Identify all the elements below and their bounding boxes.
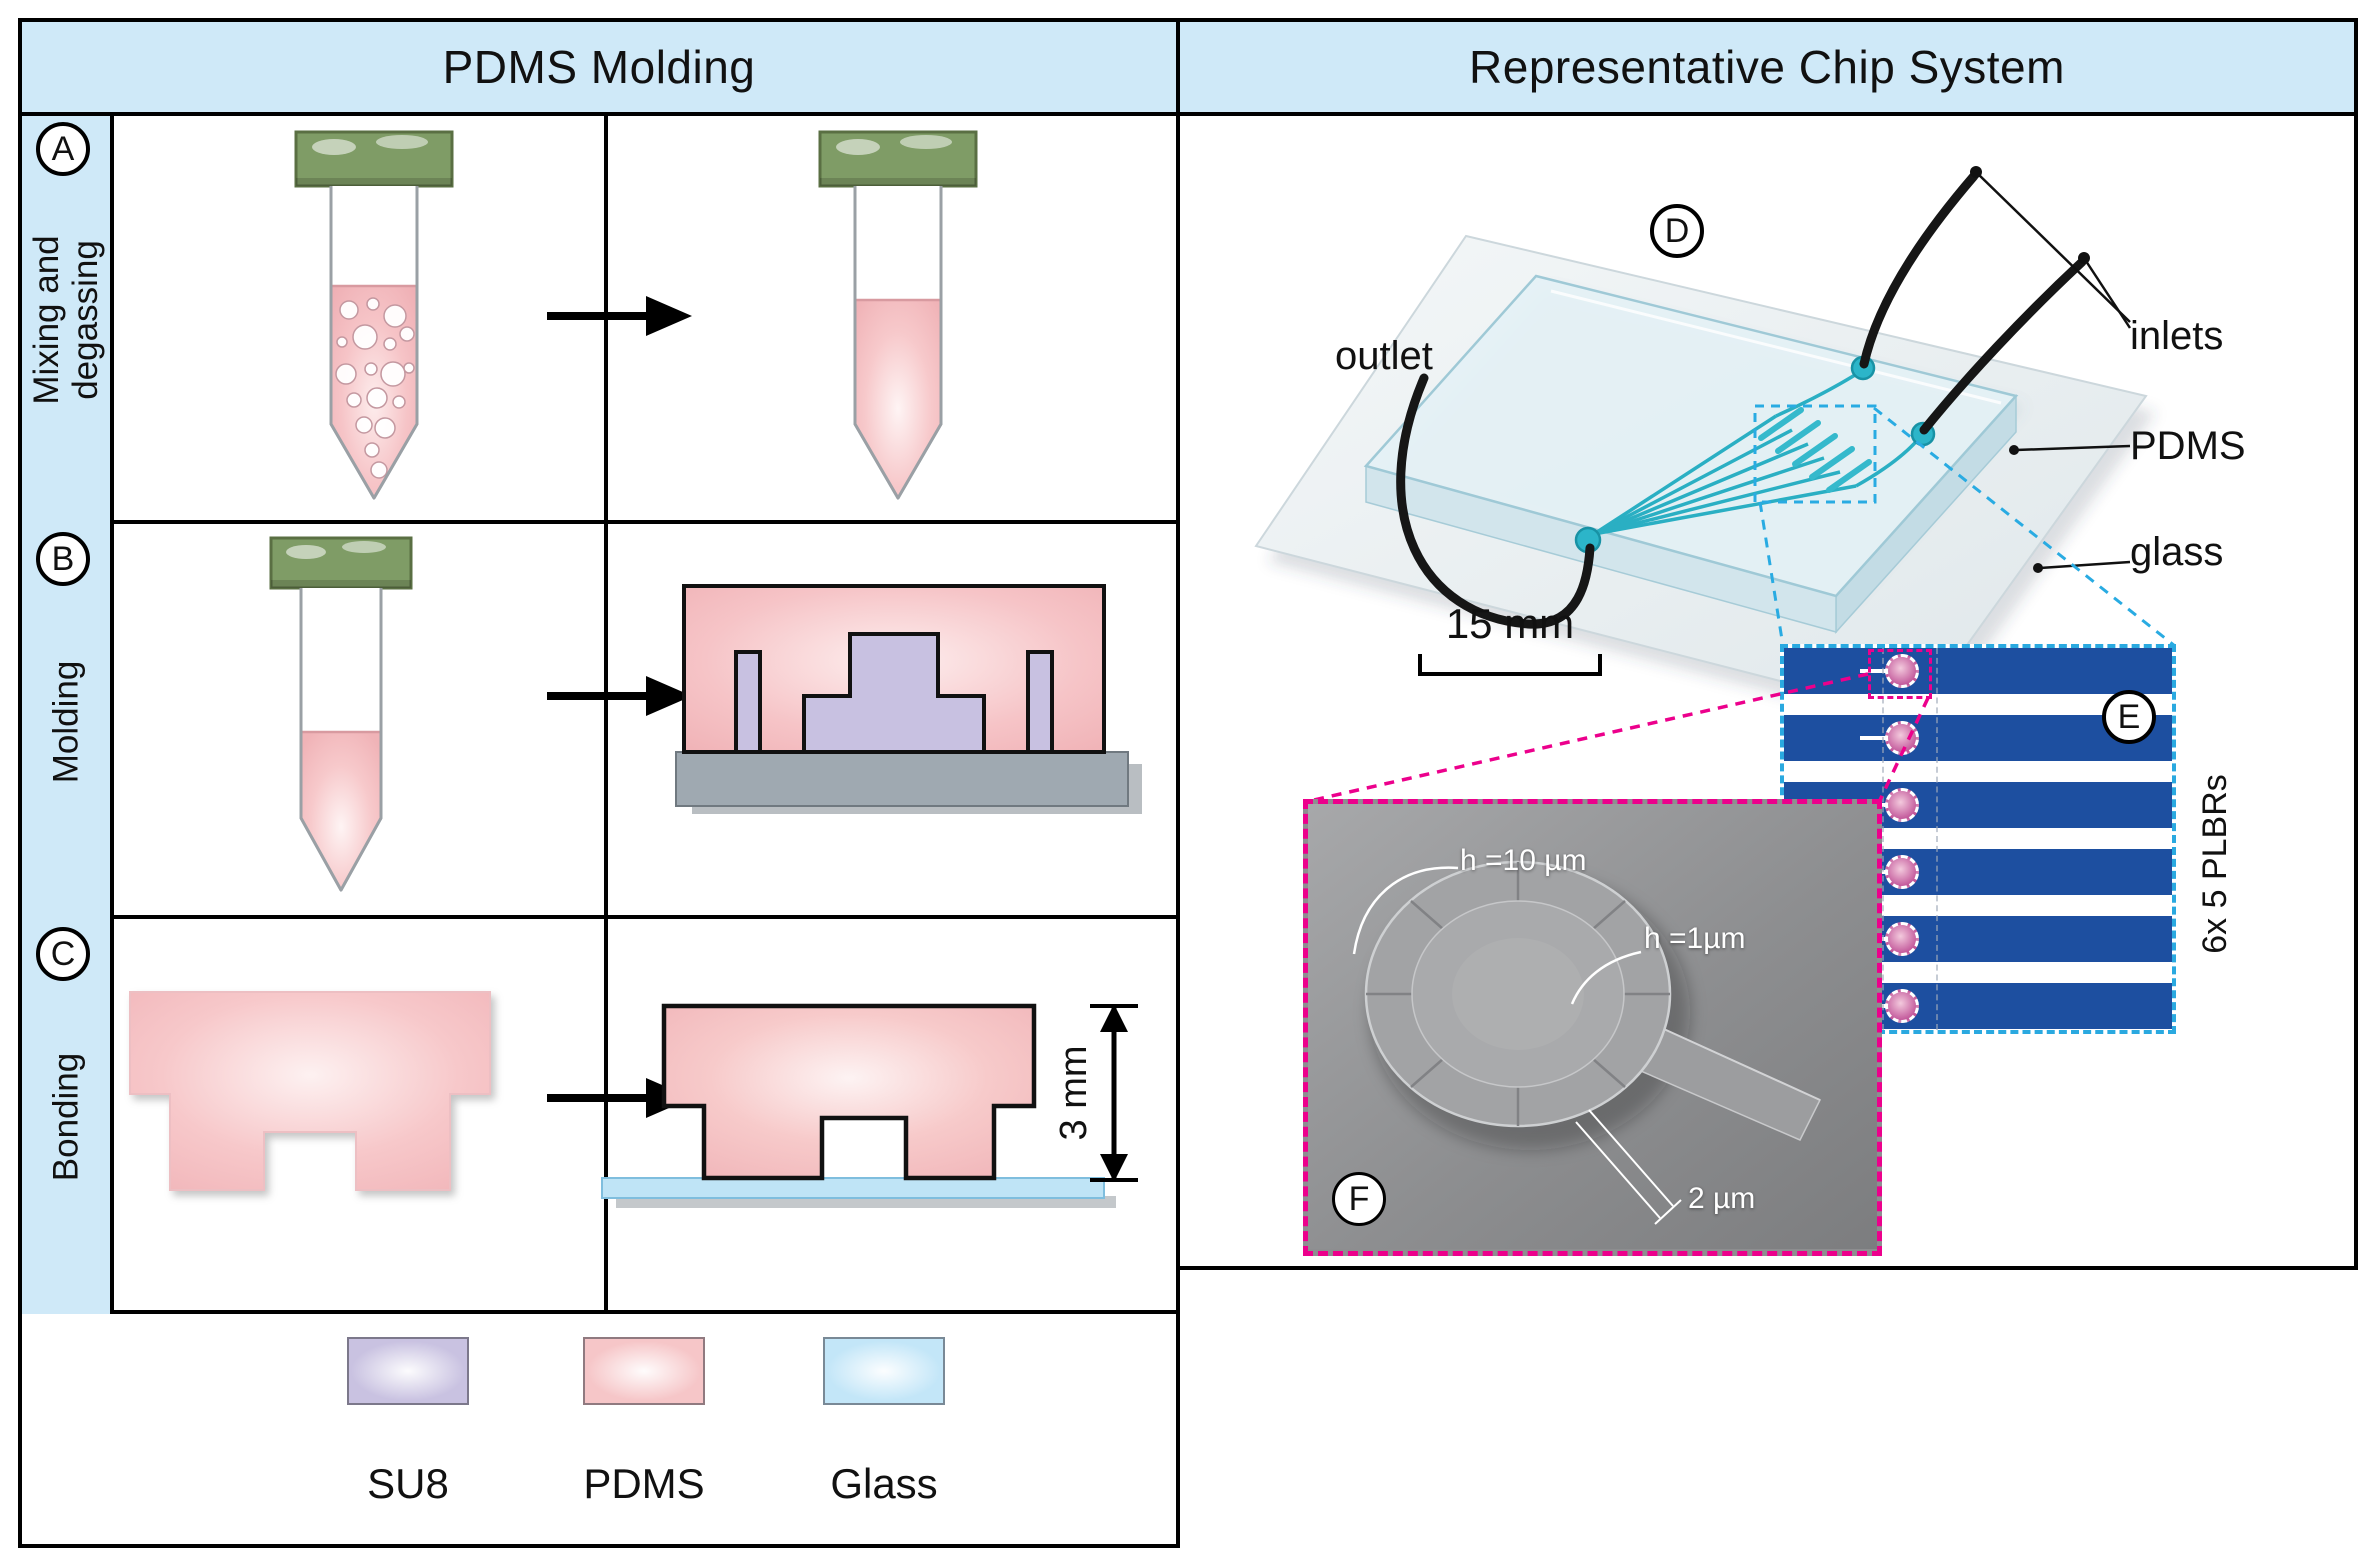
legend-swatch-su8: [347, 1337, 469, 1405]
chip-d-badge: D: [1650, 204, 1704, 258]
row-b-label-line1: Molding: [46, 660, 86, 783]
pdms-thickness-dimension: 3 mm: [1052, 1045, 1095, 1141]
tube-degassed-graphic: [818, 130, 978, 500]
process-arrow: [547, 676, 692, 716]
row-divider: [22, 1310, 1176, 1314]
sem-image-graphic: [1308, 804, 1877, 1249]
plbr-reactor: [1860, 788, 1919, 822]
plbr-reactor: [1860, 654, 1919, 688]
inlets-label: inlets: [2130, 314, 2224, 358]
row-divider: [22, 520, 1176, 524]
sidebar-molding: Molding: [22, 524, 114, 919]
sidebar-mixing-degassing: Mixing and degassing: [22, 116, 114, 524]
column-divider: [604, 116, 608, 1314]
glass-label: glass: [2130, 530, 2224, 574]
step-a-badge: A: [36, 122, 90, 176]
registration-line: [1936, 648, 1938, 1030]
width-2um-label: 2 µm: [1688, 1182, 1756, 1215]
row-b-label: Molding: [46, 660, 85, 783]
right-panel-title: Representative Chip System: [1180, 22, 2354, 116]
bonded-chip-graphic: [601, 1003, 1138, 1208]
registration-line: [1882, 648, 1884, 1030]
legend-label-glass: Glass: [830, 1460, 938, 1507]
row-a-label-line1: Mixing and: [26, 235, 66, 405]
pdms-slab-graphic: [129, 991, 491, 1191]
row-a-label-line2: degassing: [66, 240, 105, 400]
row-c-label: Bonding: [46, 1052, 85, 1180]
legend-swatch-glass: [823, 1337, 945, 1405]
sem-panel: h =10 µm h =1µm 2 µm F: [1303, 799, 1882, 1256]
scale-bar-label: 15 mm: [1445, 600, 1575, 647]
scale-bar: [1418, 654, 1602, 676]
process-arrow: [547, 296, 692, 336]
row-a-label: Mixing and degassing: [27, 235, 105, 404]
step-b-badge: B: [36, 532, 90, 586]
zoom-highlight-rect: [1868, 649, 1932, 699]
plbr-reactor: [1860, 989, 1919, 1023]
plbr-reactor: [1860, 922, 1919, 956]
plbr-count-label: 6x 5 PLBRs: [2195, 774, 2234, 954]
tube-with-bubbles-graphic: [294, 130, 454, 500]
sidebar-bonding: Bonding: [22, 919, 114, 1314]
reactor-chamber: [1364, 860, 1672, 1128]
outlet-label: outlet: [1335, 334, 1433, 378]
legend-label-su8: SU8: [367, 1460, 449, 1507]
pdms-molding-panel: PDMS Molding Mixing and degassing Moldin…: [18, 18, 1180, 1548]
legend-swatch-pdms: [583, 1337, 705, 1405]
height-10um-label: h =10 µm: [1460, 844, 1587, 877]
step-c-badge: C: [36, 927, 90, 981]
sem-annotation-lines: [1352, 866, 1682, 1225]
mold-cross-section-graphic: [675, 584, 1142, 814]
row-c-label-line1: Bonding: [46, 1052, 86, 1181]
row-divider: [22, 915, 1176, 919]
left-panel-title: PDMS Molding: [22, 22, 1176, 116]
array-e-badge: E: [2102, 690, 2156, 744]
plbr-row: [1784, 648, 2172, 694]
plbr-reactor: [1860, 721, 1919, 755]
legend-label-pdms: PDMS: [583, 1460, 705, 1507]
chip-system-panel: Representative Chip System: [1176, 18, 2358, 1270]
sem-f-badge: F: [1332, 1172, 1386, 1226]
tube-pouring-graphic: [269, 536, 413, 892]
height-1um-label: h =1µm: [1644, 922, 1746, 955]
plbr-reactor: [1860, 855, 1919, 889]
pdms-label: PDMS: [2130, 424, 2246, 468]
